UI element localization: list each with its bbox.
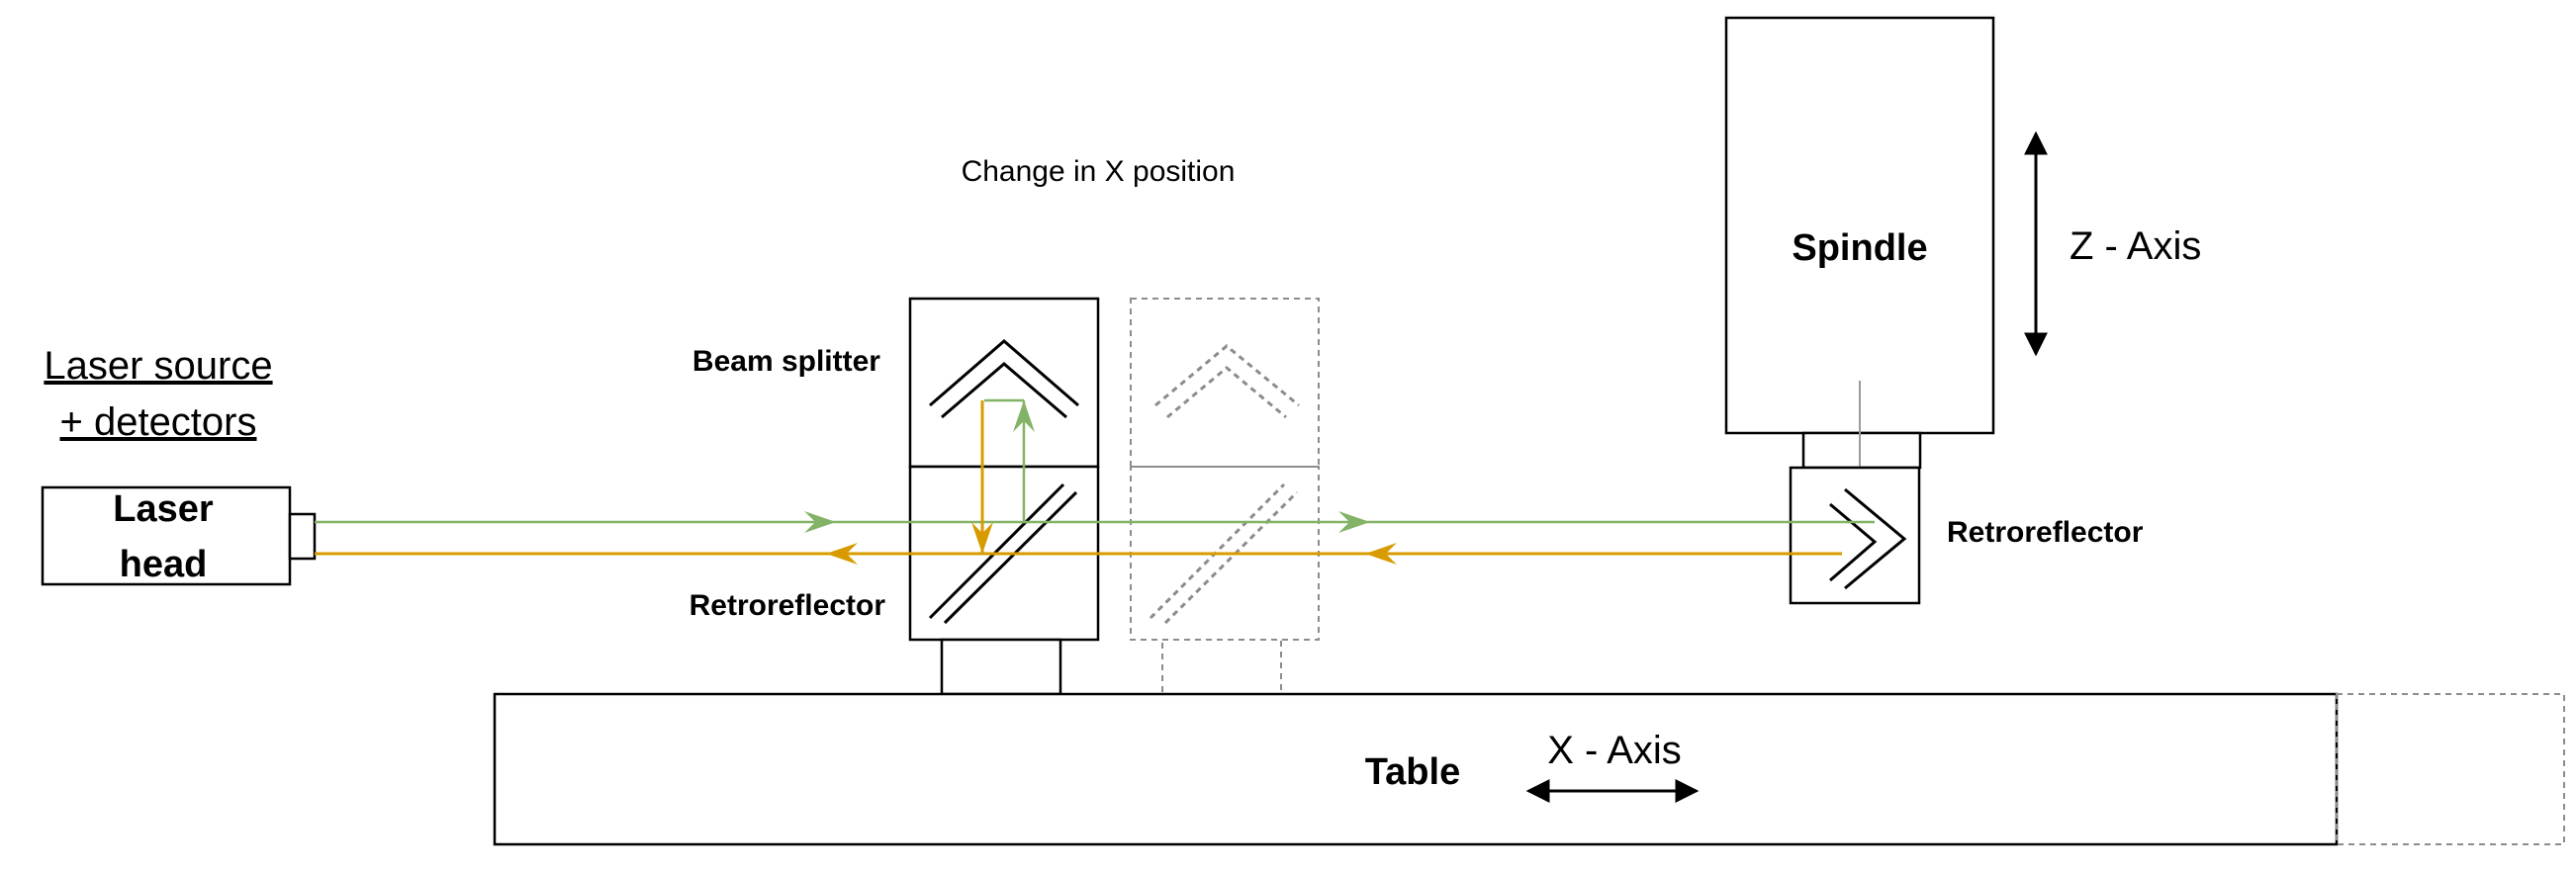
retroreflector-right-label: Retroreflector <box>1947 516 2144 549</box>
x-axis-label: X - Axis <box>1547 729 1682 772</box>
retroreflector-right-chevron <box>1829 487 1907 590</box>
z-axis-label: Z - Axis <box>2070 224 2201 268</box>
beam-splitter-mount <box>940 638 1062 696</box>
outgoing-arrow-1 <box>804 511 836 533</box>
outgoing-arrow-2 <box>1338 511 1370 533</box>
laser-aperture <box>288 512 317 561</box>
change-in-x-label: Change in X position <box>962 155 1236 188</box>
return-arrow-2 <box>1365 543 1397 565</box>
laser-beams <box>315 398 1875 565</box>
table-box <box>493 692 2339 846</box>
beam-splitter-diagonal <box>928 482 1078 625</box>
spindle-mount <box>1801 431 1922 470</box>
table-ghost-extension <box>2336 693 2565 845</box>
return-arrow-down <box>971 522 993 554</box>
laser-source-label: Laser source <box>44 344 272 388</box>
beam-splitter-box <box>908 297 1100 469</box>
laser-head-box <box>41 485 292 586</box>
laser-head-label-1: Laser <box>113 488 214 530</box>
ghost-beam-splitter <box>1130 298 1320 695</box>
upper-retroreflector-chevron <box>929 339 1079 419</box>
laser-head-label-2: head <box>120 544 208 585</box>
spindle-box <box>1724 16 1995 435</box>
table-label: Table <box>1365 751 1460 793</box>
outgoing-arrow-up <box>1013 400 1035 432</box>
return-arrow-1 <box>826 543 858 565</box>
beam-splitter-label: Beam splitter <box>692 345 880 378</box>
spindle-label: Spindle <box>1792 227 1927 269</box>
detectors-label: + detectors <box>59 400 256 444</box>
retroreflector-left-label: Retroreflector <box>690 589 886 622</box>
